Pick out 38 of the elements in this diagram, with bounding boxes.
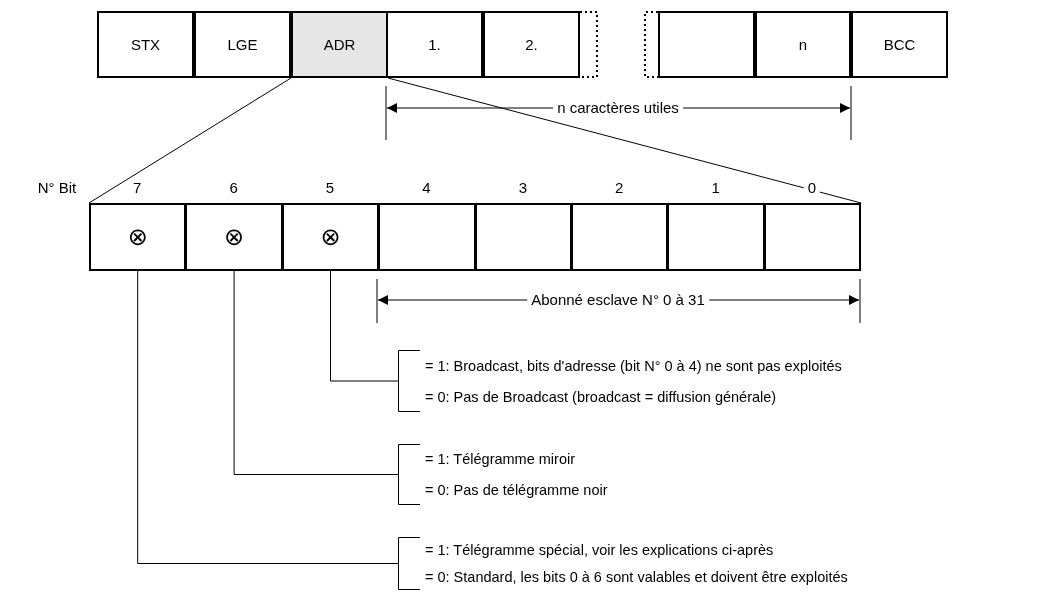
bit-cell [281, 203, 380, 271]
note-text: = 0: Standard, les bits 0 à 6 sont valables et doivent être exploités [425, 568, 849, 585]
cell-text: ADR [323, 36, 356, 53]
byte-cell [386, 11, 483, 78]
highlighted-byte-cell [291, 11, 388, 78]
note-text: = 0: Pas de télégramme noir [425, 481, 609, 498]
note-text: = 1: Broadcast, bits d'adresse (bit N° 0 à 4) ne sont pas exploités [425, 357, 843, 374]
note-text: = 1: Télégramme spécial, voir les explications ci-après [425, 542, 775, 559]
leader-line [233, 270, 399, 475]
bit-cell [89, 203, 187, 271]
cell-text: 2. [525, 36, 538, 53]
note-text: = 1: Télégramme miroir [425, 451, 576, 468]
cell-text: STX [130, 36, 161, 53]
bit-cell [763, 203, 862, 271]
bit-cell [185, 203, 283, 271]
bit-cell [667, 203, 765, 271]
note-text: = 0: Pas de Broadcast (broadcast = diffusion générale) [425, 388, 778, 405]
cell-text: 1. [428, 36, 441, 53]
cell-text: LGE [227, 36, 258, 53]
leader-line [330, 270, 399, 382]
crossed-circle-symbol: ⊗ [127, 225, 148, 249]
crossed-circle-symbol: ⊗ [320, 225, 341, 249]
cell-text: BCC [883, 36, 916, 53]
crossed-circle-symbol: ⊗ [224, 225, 245, 249]
byte-cell [483, 11, 580, 78]
axis-title: N° Bit [37, 179, 77, 197]
expansion-line [387, 77, 862, 204]
bit-cell [378, 203, 476, 271]
bit-cell [474, 203, 572, 271]
cell-text: n [798, 36, 808, 53]
byte-cell [194, 11, 291, 78]
expansion-line [88, 77, 292, 204]
byte-cell [97, 11, 194, 78]
byte-cell [851, 11, 948, 78]
bit-cell [571, 203, 669, 271]
leader-line [137, 270, 399, 564]
byte-cell [658, 11, 755, 78]
byte-cell [755, 11, 851, 78]
